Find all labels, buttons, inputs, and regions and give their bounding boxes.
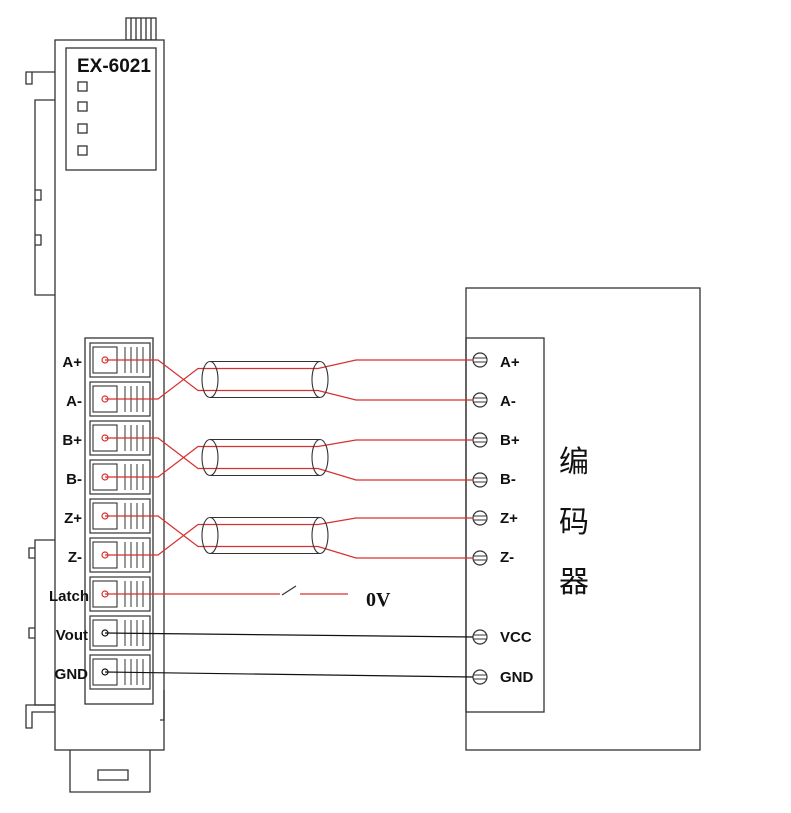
encoder-terminal-label: GND — [500, 669, 534, 686]
latch-switch-blade — [281, 585, 297, 596]
shielded-cable — [201, 360, 329, 399]
module-terminal-label: Vout — [56, 627, 88, 644]
module-bottom-latch — [69, 750, 151, 793]
module-terminal-label: B- — [66, 471, 82, 488]
shielded-cable — [201, 516, 329, 555]
encoder-terminal-screw — [472, 432, 488, 448]
din-rail-clip-bottom — [25, 704, 55, 729]
gnd-wire — [104, 671, 474, 678]
encoder-terminal-screw — [472, 629, 488, 645]
screw-head — [472, 432, 488, 448]
status-led — [77, 123, 88, 134]
cable-sleeve-end — [201, 516, 219, 555]
signal-wire — [105, 359, 473, 401]
status-led — [77, 145, 88, 156]
module-terminal-label: A+ — [62, 354, 82, 371]
encoder-terminal-screw — [472, 472, 488, 488]
encoder-name-char: 编 — [559, 445, 589, 480]
encoder-terminal-screw — [472, 510, 488, 526]
module-model-label: EX-6021 — [77, 56, 151, 77]
cable-sleeve-end — [311, 360, 329, 399]
encoder-name-char: 器 — [559, 565, 589, 600]
signal-wire — [105, 515, 473, 559]
signal-wire — [105, 359, 473, 400]
encoder-terminal-screw — [472, 550, 488, 566]
encoder-terminal-label: B+ — [500, 432, 520, 449]
vout-vcc-wire — [104, 632, 474, 638]
cable-sleeve-end — [201, 438, 219, 477]
signal-wire — [105, 439, 473, 478]
signal-wire — [105, 437, 473, 481]
module-terminal-label: Z+ — [64, 510, 82, 527]
encoder-terminal-label: VCC — [500, 629, 532, 646]
encoder-terminal-label: B- — [500, 471, 516, 488]
module-terminal-label: A- — [66, 393, 82, 410]
encoder-terminal-label: Z- — [500, 549, 514, 566]
screw-head — [472, 392, 488, 408]
status-led — [77, 101, 88, 112]
din-rail-clip-top — [25, 71, 55, 85]
module-label-panel — [65, 47, 157, 171]
screw-head — [472, 669, 488, 685]
cable-sleeve-end — [201, 360, 219, 399]
encoder-terminal-label: A+ — [500, 354, 520, 371]
shielded-cable — [201, 438, 329, 477]
encoder-housing — [465, 287, 701, 751]
encoder-terminal-label: A- — [500, 393, 516, 410]
encoder-terminal-panel — [465, 337, 545, 713]
encoder-body — [465, 287, 701, 751]
screw-head — [472, 352, 488, 368]
terminal-block — [84, 337, 154, 705]
encoder-name-char: 码 — [559, 505, 589, 540]
screw-head — [472, 472, 488, 488]
signal-wire — [105, 517, 473, 556]
encoder-terminal-label: Z+ — [500, 510, 518, 527]
module-terminal-label: GND — [55, 666, 89, 683]
encoder-terminal-screw — [472, 392, 488, 408]
module-terminal-label: B+ — [62, 432, 82, 449]
cable-sleeve-end — [311, 438, 329, 477]
screw-head — [472, 629, 488, 645]
encoder-terminal-screw — [472, 352, 488, 368]
screw-head — [472, 510, 488, 526]
encoder-terminal-screw — [472, 669, 488, 685]
module-terminal-label: Latch — [49, 588, 89, 605]
screw-head — [472, 550, 488, 566]
status-led — [77, 81, 88, 92]
cable-sleeve-end — [311, 516, 329, 555]
module-terminal-label: Z- — [68, 549, 82, 566]
latch-zero-volt-label: 0V — [366, 589, 391, 611]
